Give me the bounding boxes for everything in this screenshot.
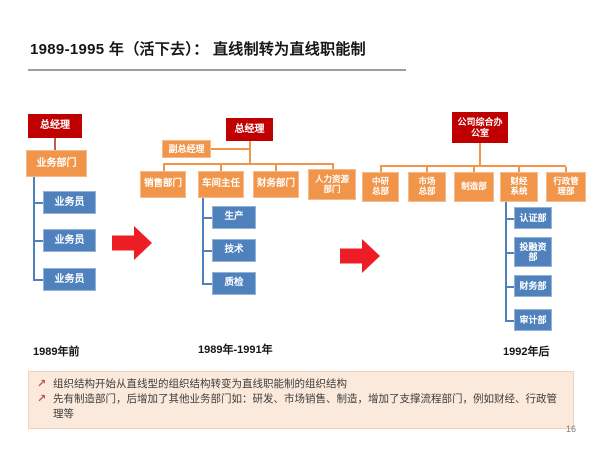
notes-panel: ↗ 组织结构开始从直线型的组织结构转变为直线职能制的组织结构 ↗ 先有制造部门，… (28, 371, 574, 429)
org-box-salesperson: 业务员 (43, 229, 96, 252)
connector-line (163, 165, 165, 171)
connector-line (505, 252, 514, 254)
connector-line (565, 167, 567, 172)
org-box-investment-financing-dept: 投融资 部 (514, 237, 552, 267)
org-box-business-dept: 业务部门 (26, 150, 87, 177)
connector-line (473, 167, 475, 172)
transition-arrow-icon (112, 226, 152, 260)
era-label-1989-1991: 1989年-1991年 (198, 344, 273, 356)
note-item: ↗ 组织结构开始从直线型的组织结构转变为直线职能制的组织结构 (37, 377, 565, 392)
org-box-audit-dept: 审计部 (514, 309, 552, 331)
page-title: 1989-1995 年（活下去）： 直线制转为直线职能制 (30, 41, 366, 58)
connector-line (202, 217, 212, 219)
org-box-general-manager-2: 总经理 (226, 118, 273, 141)
connector-line (211, 148, 249, 150)
org-box-general-manager-1: 总经理 (28, 114, 82, 138)
connector-line (505, 286, 514, 288)
connector-bracket (505, 202, 507, 321)
connector-line (479, 143, 481, 166)
note-text: 先有制造部门，后增加了其他业务部门如：研发、市场销售、制造，增加了支撑流程部门，… (53, 393, 557, 421)
org-box-sales-dept: 销售部门 (140, 171, 186, 198)
era-label-after-1992: 1992年后 (503, 346, 550, 358)
northeast-arrow-icon: ↗ (37, 378, 47, 390)
connector-line (33, 279, 43, 281)
connector-line (380, 167, 382, 172)
org-box-central-research-hq: 中研 总部 (362, 172, 399, 202)
connector-line (505, 218, 514, 220)
connector-bracket (33, 177, 35, 281)
connector-line (202, 283, 212, 285)
org-box-deputy-gm: 副总经理 (162, 140, 211, 158)
connector-line (33, 202, 43, 204)
connector-line (380, 165, 566, 167)
org-box-certification-dept: 认证部 (514, 207, 552, 229)
connector-line (426, 167, 428, 172)
org-box-finance-dept: 财务部门 (253, 171, 299, 198)
org-box-salesperson: 业务员 (43, 268, 96, 291)
org-box-quality-inspection: 质检 (212, 272, 256, 295)
org-box-accounting-dept: 财务部 (514, 275, 552, 297)
connector-line (518, 167, 520, 172)
note-item: ↗ 先有制造部门，后增加了其他业务部门如：研发、市场销售、制造，增加了支撑流程部… (37, 392, 565, 421)
connector-line (54, 138, 56, 150)
org-box-manufacturing-dept: 制造部 (454, 172, 494, 202)
connector-line (220, 165, 222, 171)
transition-arrow-icon (340, 239, 380, 273)
org-box-salesperson: 业务员 (43, 191, 96, 214)
org-box-admin-mgmt-dept: 行政管 理部 (546, 172, 586, 202)
org-box-technology: 技术 (212, 239, 256, 262)
title-divider (28, 69, 406, 71)
org-box-production: 生产 (212, 206, 256, 229)
connector-line (505, 320, 514, 322)
connector-line (202, 250, 212, 252)
org-box-marketing-hq: 市场 总部 (408, 172, 446, 202)
connector-line (163, 163, 334, 165)
org-box-company-general-office: 公司综合办 公室 (452, 112, 508, 143)
connector-line (249, 141, 251, 164)
page-number: 16 (565, 424, 576, 434)
org-box-hr-dept: 人力资源 部门 (308, 169, 356, 200)
connector-line (332, 165, 334, 171)
note-text: 组织结构开始从直线型的组织结构转变为直线职能制的组织结构 (53, 378, 347, 390)
org-box-workshop-director: 车间主任 (198, 171, 244, 198)
connector-line (275, 165, 277, 171)
era-label-before-1989: 1989年前 (33, 346, 80, 358)
connector-line (33, 240, 43, 242)
org-box-finance-system: 财经 系统 (500, 172, 538, 202)
northeast-arrow-icon: ↗ (37, 393, 47, 406)
connector-bracket (202, 198, 204, 284)
